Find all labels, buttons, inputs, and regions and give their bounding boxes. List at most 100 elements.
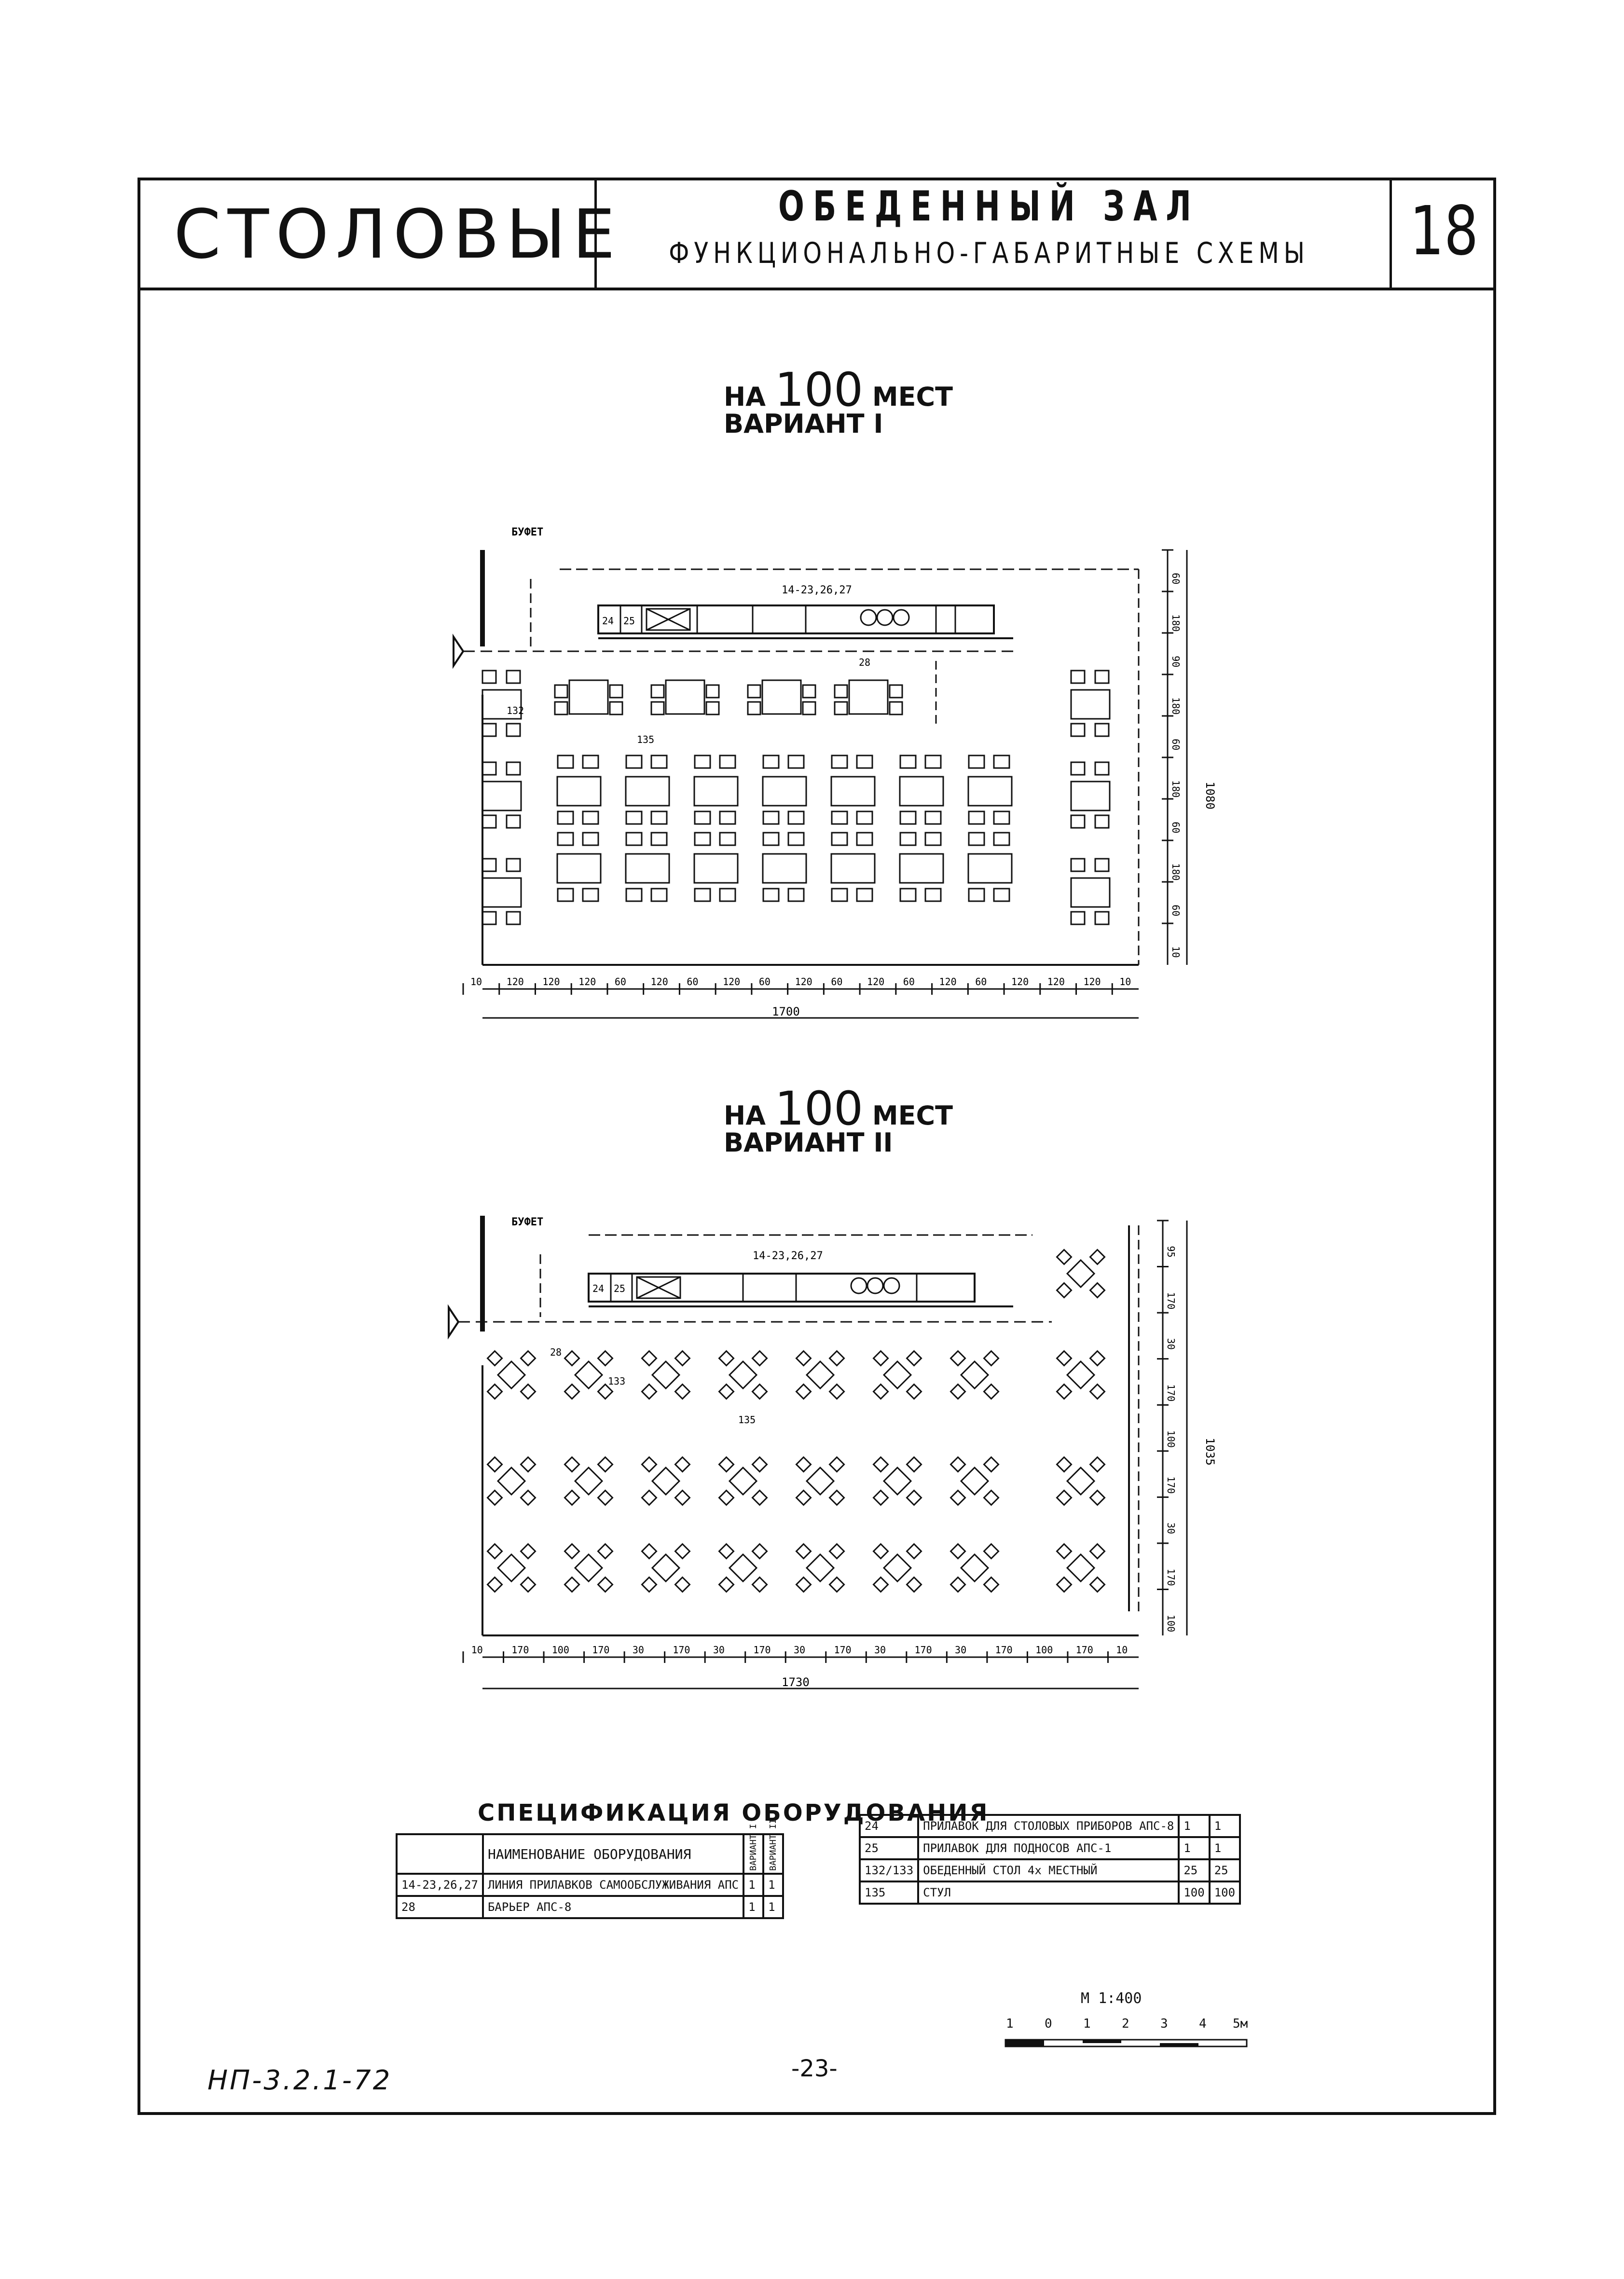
dim-label: 120	[542, 976, 560, 988]
table	[1066, 1466, 1096, 1496]
chair	[718, 1456, 735, 1473]
chair	[983, 1350, 1000, 1367]
v1-callout-chair: 135	[637, 734, 654, 745]
chair	[582, 888, 599, 902]
chair	[872, 1456, 889, 1473]
chair	[482, 814, 497, 829]
chair	[993, 888, 1010, 902]
spec-cell-v2: 100	[1208, 1881, 1241, 1905]
spec-header-v1: ВАРИАНТ I	[743, 1824, 764, 1874]
chair	[694, 832, 711, 846]
v2-callout-table: 133	[608, 1375, 625, 1387]
variant2-heading-prefix: НА	[724, 1100, 766, 1131]
header-separator	[594, 178, 597, 290]
chair	[983, 1576, 1000, 1593]
scale-tick: 5м	[1233, 2017, 1248, 2031]
table	[1070, 781, 1111, 811]
chair	[674, 1350, 691, 1367]
chair	[1094, 670, 1110, 684]
v1-total-width: 1700	[772, 1005, 800, 1018]
chair	[993, 832, 1010, 846]
chair	[950, 1576, 966, 1593]
dim-label: 60	[1170, 905, 1182, 916]
chair	[486, 1543, 503, 1560]
v2-total-width: 1730	[782, 1675, 810, 1689]
chair	[872, 1543, 889, 1560]
chair	[1094, 723, 1110, 737]
chair	[597, 1383, 614, 1400]
chair	[650, 888, 668, 902]
page-subtitle: ФУНКЦИОНАЛЬНО-ГАБАРИТНЫЕ СХЕМЫ	[669, 236, 1309, 270]
chair	[650, 810, 668, 825]
spec-cell-v1: 1	[1178, 1836, 1211, 1860]
chair	[554, 684, 568, 699]
chair	[950, 1489, 966, 1506]
table	[1066, 1553, 1096, 1583]
chair	[834, 684, 848, 699]
chair	[787, 755, 805, 769]
chair	[486, 1489, 503, 1506]
table	[899, 776, 944, 807]
chair	[506, 723, 521, 737]
spec-cell-v2: 1	[1208, 1814, 1241, 1838]
chair	[564, 1350, 580, 1367]
variant2-heading: НА 100 МЕСТ ВАРИАНТ II	[724, 1085, 953, 1158]
chair	[705, 701, 720, 715]
chair	[506, 814, 521, 829]
dim-label: 60	[1170, 573, 1182, 584]
chair	[993, 810, 1010, 825]
chair	[506, 858, 521, 872]
chair	[983, 1543, 1000, 1560]
spec-cell-v1: 1	[743, 1895, 765, 1919]
chair	[582, 810, 599, 825]
variant1-heading-prefix: НА	[724, 382, 766, 412]
chair	[856, 810, 873, 825]
spec-cell-name: СТУЛ	[917, 1881, 1180, 1905]
chair	[795, 1576, 812, 1593]
chair	[674, 1489, 691, 1506]
chair	[906, 1576, 922, 1593]
chair	[718, 1576, 735, 1593]
chair	[831, 755, 848, 769]
table	[728, 1466, 758, 1496]
table	[625, 853, 670, 884]
chair	[520, 1489, 537, 1506]
chair	[597, 1456, 614, 1473]
chair	[486, 1350, 503, 1367]
chair	[828, 1543, 845, 1560]
chair	[899, 888, 917, 902]
sheet-number: 18	[1409, 192, 1479, 271]
table-row: 28 БАРЬЕР АПС-8 1 1	[396, 1895, 784, 1919]
table	[762, 853, 807, 884]
chair	[762, 810, 780, 825]
chair	[482, 670, 497, 684]
chair	[1056, 1350, 1073, 1367]
table	[665, 679, 705, 715]
chair	[520, 1350, 537, 1367]
chair	[828, 1383, 845, 1400]
chair	[1070, 761, 1086, 776]
drawing-frame	[138, 178, 1496, 2115]
chair	[625, 810, 643, 825]
dim-label: 120	[939, 976, 957, 988]
chair	[625, 832, 643, 846]
brand-title: СТОЛОВЫЕ	[174, 195, 622, 274]
spec-cell-no: 28	[396, 1895, 484, 1919]
dim-label: 180	[1170, 863, 1182, 880]
table	[556, 853, 602, 884]
table	[1070, 689, 1111, 720]
table-row: 25 ПРИЛАВОК ДЛЯ ПОДНОСОВ АПС-1 1 1	[858, 1836, 1241, 1860]
table	[830, 776, 876, 807]
page-title: ОБЕДЕННЫЙ ЗАЛ	[778, 182, 1200, 231]
chair	[641, 1576, 658, 1593]
spec-item-type: АПС	[717, 1878, 739, 1892]
spec-cell-no: 25	[858, 1836, 920, 1860]
variant2-label: ВАРИАНТ II	[724, 1127, 893, 1158]
v1-total-height: 1080	[1203, 782, 1217, 810]
chair	[983, 1456, 1000, 1473]
table	[693, 776, 739, 807]
chair	[564, 1543, 580, 1560]
chair	[641, 1350, 658, 1367]
chair	[718, 1350, 735, 1367]
table	[882, 1466, 912, 1496]
